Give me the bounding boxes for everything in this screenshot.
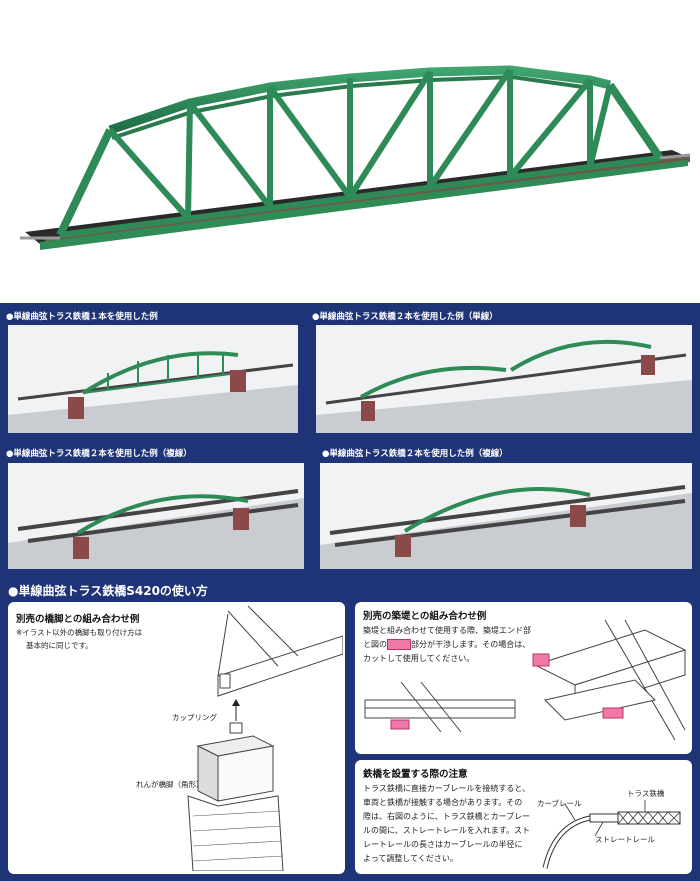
pier-card-title: 別売の橋脚との組み合わせ例 bbox=[16, 614, 140, 625]
caution-text-line: よって調整してください。 bbox=[363, 854, 458, 863]
example-photo-2 bbox=[316, 325, 692, 433]
hero-bridge-photo bbox=[0, 0, 700, 300]
embankment-text-line-1: 築堤と組み合わせて使用する際、築堤エンド部 bbox=[363, 626, 531, 635]
embankment-card-title: 別売の築堤との組み合わせ例 bbox=[363, 611, 487, 622]
pier-note-line-1: ※イラスト以外の橋脚も取り付け方は bbox=[16, 628, 143, 637]
caution-text-line: 車両と鉄橋が接触する場合があります。その bbox=[363, 798, 523, 807]
usage-heading: ●単線曲弦トラス鉄橋S420の使い方 bbox=[8, 584, 208, 598]
embankment-3d-illustration bbox=[532, 620, 687, 741]
installation-caution-card: 鉄橋を設置する際の注意 トラス鉄橋に直接カーブレールを接続すると、 車両と鉄橋が… bbox=[355, 760, 692, 874]
rail-layout-diagram bbox=[542, 800, 681, 869]
brick-pier-label: れんが橋脚（角形） bbox=[136, 780, 204, 789]
example-photo-4 bbox=[320, 463, 692, 569]
pier-assembly-illustration bbox=[187, 606, 343, 871]
truss-bridge-label: トラス鉄橋 bbox=[627, 789, 665, 798]
pier-combination-card: 別売の橋脚との組み合わせ例 ※イラスト以外の橋脚も取り付け方は 基本的に同じです… bbox=[8, 602, 345, 874]
truss-bridge-illustration bbox=[20, 65, 691, 250]
example-photo-3 bbox=[8, 463, 304, 569]
pier-note-line-2: 基本的に同じです。 bbox=[26, 641, 93, 650]
embankment-text-line-2: と図の部分が干渉します。その場合は、 bbox=[363, 639, 531, 650]
straight-rail-label: ストレートレール bbox=[595, 835, 655, 844]
coupling-label: カップリング bbox=[172, 713, 217, 722]
caution-text-line: トラス鉄橋に直接カーブレールを接続すると、 bbox=[363, 784, 531, 793]
example-caption-2: ●単線曲弦トラス鉄橋２本を使用した例（単線） bbox=[312, 312, 498, 322]
example-photo-1 bbox=[8, 325, 298, 433]
example-caption-1: ●単線曲弦トラス鉄橋１本を使用した例 bbox=[6, 312, 158, 322]
caution-card-title: 鉄橋を設置する際の注意 bbox=[363, 769, 468, 780]
caution-text-line: 際は、右図のように、トラス鉄橋とカーブレー bbox=[363, 812, 531, 821]
embankment-detail-illustration bbox=[364, 681, 516, 733]
example-caption-4: ●単線曲弦トラス鉄橋２本を使用した例（複線） bbox=[322, 449, 508, 459]
caution-text-line: レートレールの長さはカーブレールの半径に bbox=[363, 840, 523, 849]
interference-marker-icon bbox=[387, 639, 411, 650]
caution-text-line: ルの間に、ストレートレールを入れます。スト bbox=[363, 826, 530, 835]
example-caption-3: ●単線曲弦トラス鉄橋２本を使用した例（複線） bbox=[6, 449, 192, 459]
embankment-text-line-3: カットして使用してください。 bbox=[363, 654, 475, 663]
embankment-combination-card: 別売の築堤との組み合わせ例 築堤と組み合わせて使用する際、築堤エンド部 と図の部… bbox=[355, 602, 692, 754]
caution-text: トラス鉄橋に直接カーブレールを接続すると、 車両と鉄橋が接触する場合があります。… bbox=[363, 782, 530, 866]
curve-rail-label: カーブレール bbox=[537, 799, 582, 808]
